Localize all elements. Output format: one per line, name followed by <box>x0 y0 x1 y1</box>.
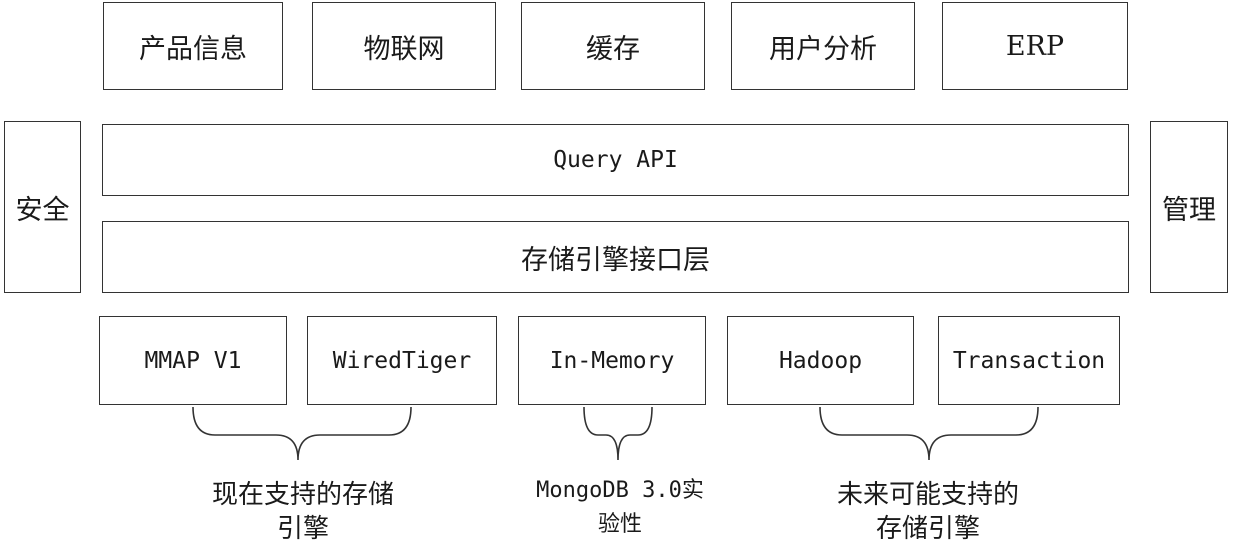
app-user-analytics: 用户分析 <box>731 2 915 90</box>
engine-hadoop-label: Hadoop <box>778 347 863 374</box>
app-product-info: 产品信息 <box>103 2 283 90</box>
brace-future-engines <box>819 406 1039 461</box>
app-iot-label: 物联网 <box>363 33 445 65</box>
group-label-future-line2: 存储引擎 <box>875 514 980 544</box>
engine-transaction: Transaction <box>938 316 1120 405</box>
app-cache-label: 缓存 <box>586 33 640 65</box>
app-cache: 缓存 <box>521 2 705 90</box>
group-label-current: 现在支持的存储 引擎 <box>178 478 428 546</box>
engine-hadoop: Hadoop <box>727 316 914 405</box>
side-security-label: 安全 <box>15 194 70 226</box>
group-label-experimental: MongoDB 3.0实 验性 <box>505 474 735 542</box>
group-label-current-line2: 引擎 <box>276 514 329 544</box>
storage-engine-interface-layer: 存储引擎接口层 <box>102 221 1129 293</box>
engine-in-memory: In-Memory <box>518 316 706 405</box>
brace-current-engines <box>192 406 412 461</box>
brace-experimental-engines <box>583 406 653 461</box>
engine-mmapv1-label: MMAP V1 <box>144 347 242 374</box>
engine-mmapv1: MMAP V1 <box>99 316 287 405</box>
side-security: 安全 <box>4 121 81 293</box>
storage-engine-interface-label: 存储引擎接口层 <box>521 244 710 276</box>
engine-wiredtiger-label: WiredTiger <box>332 347 472 374</box>
engine-wiredtiger: WiredTiger <box>307 316 497 405</box>
query-api-label: Query API <box>553 147 678 173</box>
app-user-analytics-label: 用户分析 <box>769 33 877 65</box>
engine-in-memory-label: In-Memory <box>549 347 675 374</box>
app-erp-label: ERP <box>1005 30 1065 62</box>
group-label-future: 未来可能支持的 存储引擎 <box>803 478 1053 546</box>
side-management: 管理 <box>1150 121 1228 293</box>
group-label-current-line1: 现在支持的存储 <box>211 480 394 510</box>
query-api-layer: Query API <box>102 124 1129 196</box>
app-product-info-label: 产品信息 <box>139 33 247 65</box>
side-management-label: 管理 <box>1162 194 1216 226</box>
group-label-experimental-line2: 验性 <box>597 512 642 537</box>
engine-transaction-label: Transaction <box>952 347 1106 374</box>
app-erp: ERP <box>942 2 1128 90</box>
group-label-future-line1: 未来可能支持的 <box>836 480 1019 510</box>
app-iot: 物联网 <box>312 2 496 90</box>
group-label-experimental-line1: MongoDB 3.0实 <box>536 478 704 503</box>
